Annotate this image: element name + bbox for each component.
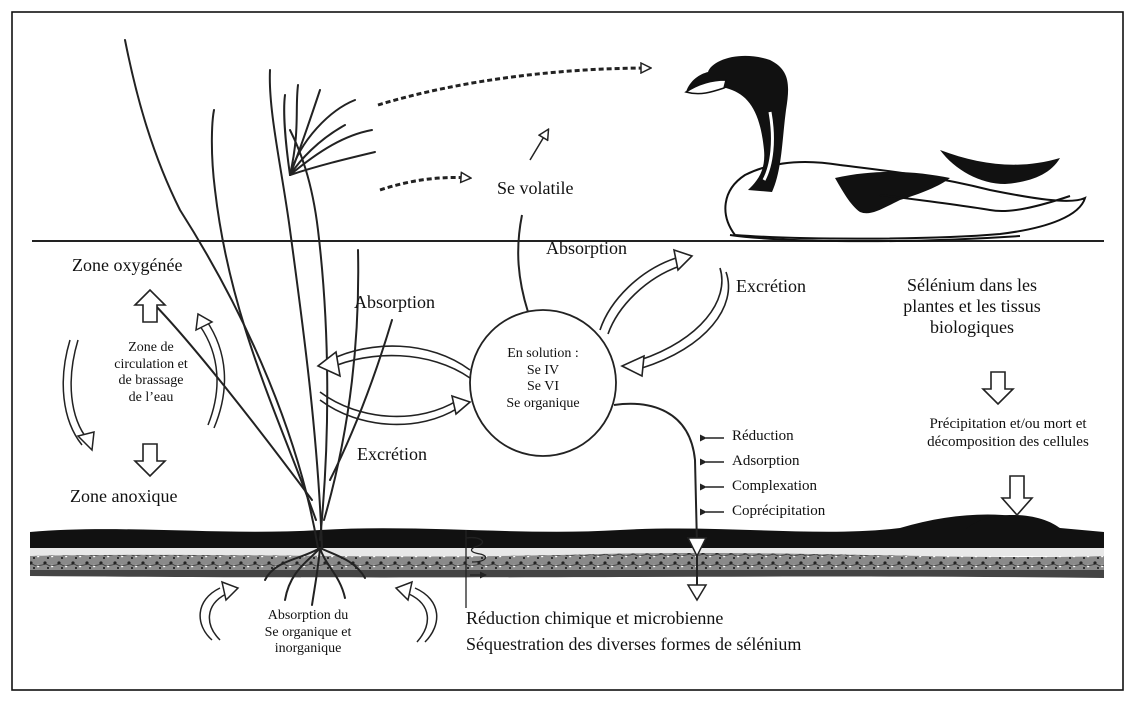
arrow-absorption-to-duck bbox=[600, 250, 692, 334]
dashed-arrow-plant-to-volatile bbox=[380, 178, 470, 191]
label-zone-oxygenee: Zone oxygénée bbox=[72, 255, 182, 276]
label-se-volatile: Se volatile bbox=[497, 178, 573, 199]
dashed-arrow-plant-to-duck bbox=[378, 68, 650, 105]
aquatic-plant bbox=[125, 40, 392, 605]
label-reduction-chimique: Réduction chimique et microbienne bbox=[466, 608, 723, 629]
label-zone-anoxique: Zone anoxique bbox=[70, 486, 177, 507]
pintail-duck-illustration bbox=[686, 56, 1085, 241]
hollow-arrow-down-anoxic bbox=[135, 444, 165, 476]
arrow-volatile-up bbox=[530, 130, 548, 160]
arrow-excretion-from-plant bbox=[320, 392, 470, 424]
label-precipitation: Précipitation et/ou mort et décompositio… bbox=[898, 416, 1118, 451]
hollow-arrow-down-selenium bbox=[983, 372, 1013, 404]
label-en-solution: En solution : Se IV Se VI Se organique bbox=[483, 346, 603, 412]
label-processes: Réduction Adsorption Complexation Copréc… bbox=[732, 428, 825, 528]
arrow-solution-to-sediment bbox=[614, 404, 697, 545]
label-absorption-top: Absorption bbox=[546, 238, 627, 259]
label-excretion-right: Excrétion bbox=[736, 276, 806, 297]
line-solution-to-volatile bbox=[518, 215, 528, 312]
arrow-excretion-from-duck bbox=[622, 268, 728, 376]
hollow-arrow-down-precipitation bbox=[1002, 476, 1032, 515]
arrow-absorption-to-plant bbox=[318, 346, 470, 378]
label-excretion-left: Excrétion bbox=[357, 444, 427, 465]
process-arrows bbox=[706, 438, 724, 512]
hollow-arrow-up-oxygen bbox=[135, 290, 165, 322]
label-zone-circulation: Zone de circulation et de brassage de l’… bbox=[96, 340, 206, 406]
label-sequestration: Séquestration des diverses formes de sél… bbox=[466, 634, 801, 655]
label-absorption-left: Absorption bbox=[354, 292, 435, 313]
sediment-layer bbox=[30, 515, 1104, 579]
label-absorption-roots: Absorption du Se organique et inorganiqu… bbox=[243, 608, 373, 658]
label-selenium-tissus: Sélénium dans les plantes et les tissus … bbox=[872, 275, 1072, 339]
